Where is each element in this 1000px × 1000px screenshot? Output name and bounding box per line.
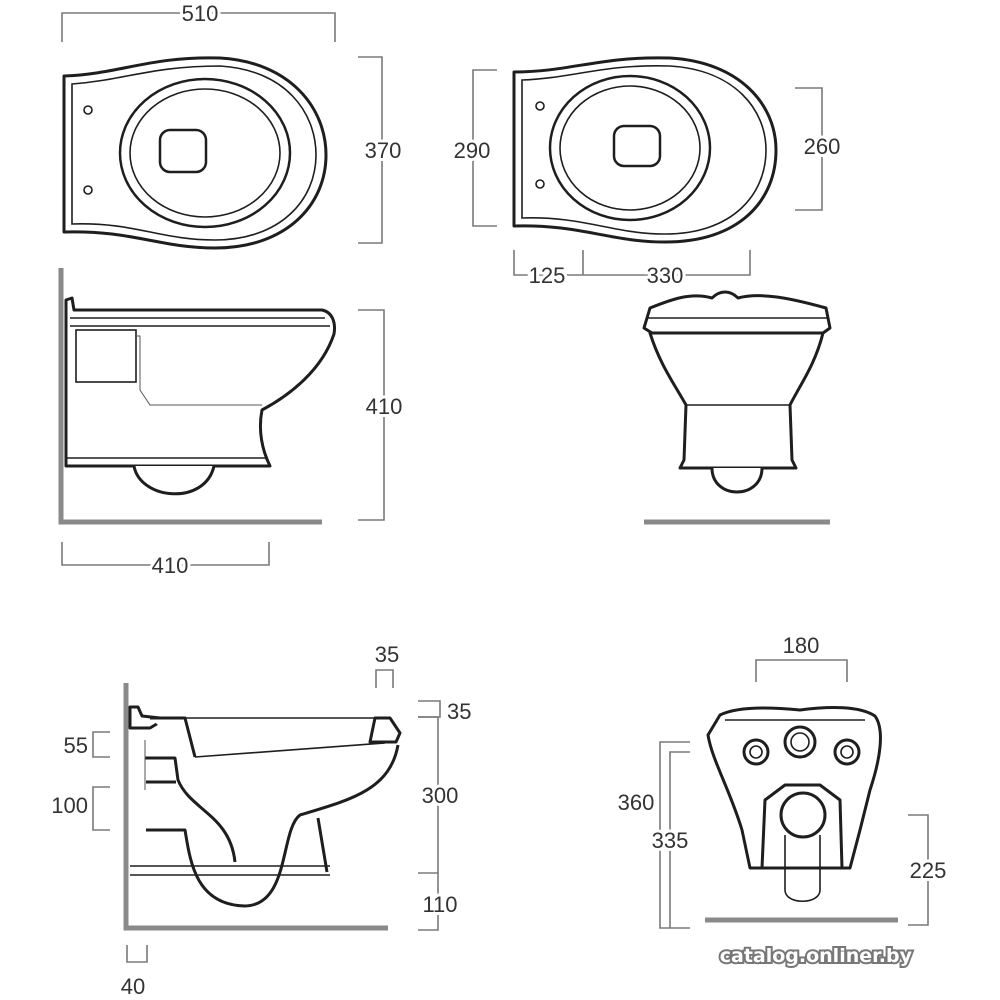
dim-label: 330 [647, 263, 684, 288]
dimension-300-110: 300 110 [418, 716, 461, 931]
dimension-depth-370: 370 [358, 56, 404, 244]
dimension-length-410: 410 [61, 542, 270, 581]
top-view-bowl [512, 56, 778, 244]
dim-label: 40 [121, 974, 145, 999]
back-view [705, 706, 898, 923]
dim-label: 335 [652, 828, 689, 853]
dimension-125-330: 125 330 [513, 250, 751, 291]
dimension-35-right: 35 [418, 696, 474, 727]
dim-label: 125 [529, 263, 566, 288]
dim-label: 110 [422, 892, 457, 917]
dimension-35-top: 35 [372, 639, 402, 688]
dim-label: 100 [51, 793, 88, 818]
dim-label: 180 [783, 633, 820, 658]
dim-label: 35 [375, 642, 399, 667]
dimension-width-510: 510 [61, 0, 336, 42]
front-view [642, 290, 832, 525]
dim-label: 410 [152, 553, 189, 578]
dimension-290: 290 [451, 69, 497, 227]
dim-label: 300 [422, 783, 459, 808]
dimension-40: 40 [118, 945, 148, 1000]
watermark: catalog.onliner.by [720, 945, 913, 967]
dimension-180: 180 [755, 630, 848, 682]
dimension-260: 260 [795, 87, 843, 211]
dim-label: 260 [804, 134, 841, 159]
dim-label: 410 [366, 394, 403, 419]
dim-label: 55 [64, 733, 88, 758]
dim-label: 35 [447, 699, 471, 724]
dim-label: 360 [618, 790, 655, 815]
dimension-225: 225 [907, 814, 949, 926]
dimension-100: 100 [48, 786, 110, 831]
dim-label: 510 [182, 1, 219, 26]
dimension-335: 335 [649, 751, 691, 928]
dim-label: 370 [365, 138, 402, 163]
side-view [58, 268, 336, 525]
dim-label: 290 [454, 138, 491, 163]
section-view [123, 683, 402, 931]
dimension-360: 360 [615, 741, 690, 929]
dimension-55: 55 [61, 730, 110, 761]
dimension-height-410: 410 [358, 309, 405, 521]
top-view-seat [62, 56, 328, 250]
dim-label: 225 [910, 858, 947, 883]
